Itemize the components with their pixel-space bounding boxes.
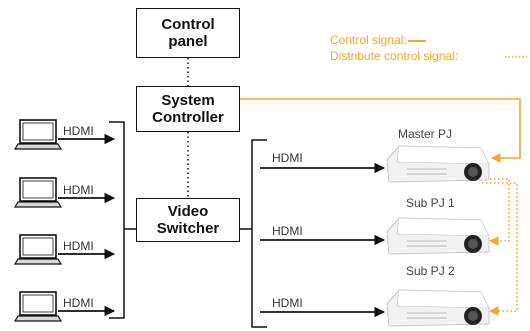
distribute-line-1	[482, 178, 510, 246]
sub-pj-2-label: Sub PJ 2	[406, 264, 455, 278]
hdmi-output-label: HDMI	[272, 224, 303, 238]
input-bracket	[109, 121, 125, 319]
system-controller-line-1: System	[161, 92, 215, 109]
system-controller-box: System Controller	[136, 86, 240, 132]
legend-distribute-signal: Distribute control signal:	[330, 49, 459, 63]
laptop-icon	[13, 234, 63, 265]
master-pj-label: Master PJ	[398, 127, 453, 141]
laptop-icon	[13, 177, 63, 208]
projector-icon	[386, 217, 490, 255]
distribute-line-2	[482, 182, 518, 316]
legend-control-signal: Control signal:	[330, 33, 407, 47]
video-switcher-line-2: Switcher	[156, 220, 220, 237]
projector-icon	[386, 145, 490, 183]
control-panel-box: Control panel	[136, 8, 240, 58]
projector-icon	[386, 289, 490, 327]
control-panel-line-1: Control	[161, 16, 215, 33]
laptop-icon	[13, 119, 63, 150]
system-controller-line-2: Controller	[152, 109, 224, 126]
video-switcher-line-1: Video	[167, 203, 209, 220]
hdmi-input-label: HDMI	[63, 124, 94, 138]
video-switcher-box: Video Switcher	[136, 198, 240, 242]
output-bracket	[251, 139, 267, 328]
hdmi-input-label: HDMI	[63, 183, 94, 197]
hdmi-input-label: HDMI	[63, 296, 94, 310]
hdmi-output-label: HDMI	[272, 296, 303, 310]
laptop-icon	[13, 291, 63, 322]
control-panel-line-2: panel	[168, 33, 208, 50]
control-signal-line	[240, 98, 521, 163]
sub-pj-1-label: Sub PJ 1	[406, 196, 455, 210]
hdmi-input-label: HDMI	[63, 239, 94, 253]
hdmi-output-label: HDMI	[272, 151, 303, 165]
